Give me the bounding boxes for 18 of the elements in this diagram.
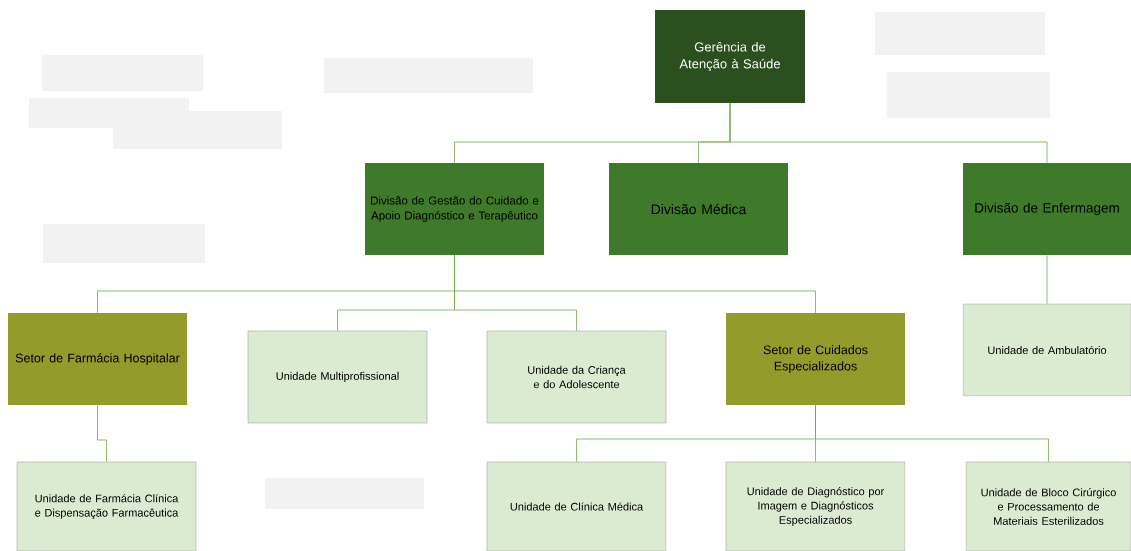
- unit-box: Unidade de Clínica Médica: [486, 461, 667, 551]
- connector-line: [815, 404, 1049, 463]
- unit-box: Unidade da Criança e do Adolescente: [486, 330, 667, 424]
- unit-box: Unidade de Bloco Cirúrgico e Processamento de Materiais Esterilizados: [965, 461, 1131, 551]
- connector-line: [1046, 254, 1048, 305]
- unit-box: Unidade de Ambulatório: [962, 303, 1131, 397]
- division-box: Setor de Farmácia Hospitalar: [8, 313, 187, 405]
- division-box: Setor de Cuidados Especializados: [726, 313, 905, 405]
- division-box: Divisão Médica: [609, 163, 788, 255]
- division-box: Divisão de Gestão do Cuidado e Apoio Diagnóstico e Terapêutico: [365, 163, 544, 255]
- division-box: Gerência de Atenção à Saúde: [655, 10, 805, 103]
- division-box: Divisão de Enfermagem: [963, 163, 1131, 255]
- unit-box: Unidade de Farmácia Clínica e Dispensação Farmacêutica: [16, 461, 197, 551]
- connector-line: [454, 254, 816, 314]
- unit-box: Unidade Multiprofissional: [247, 330, 428, 424]
- connector-line: [729, 102, 1048, 164]
- unit-box: Unidade de Diagnóstico por Imagem e Diagnósticos Especializados: [725, 461, 906, 551]
- connector-line: [97, 404, 107, 463]
